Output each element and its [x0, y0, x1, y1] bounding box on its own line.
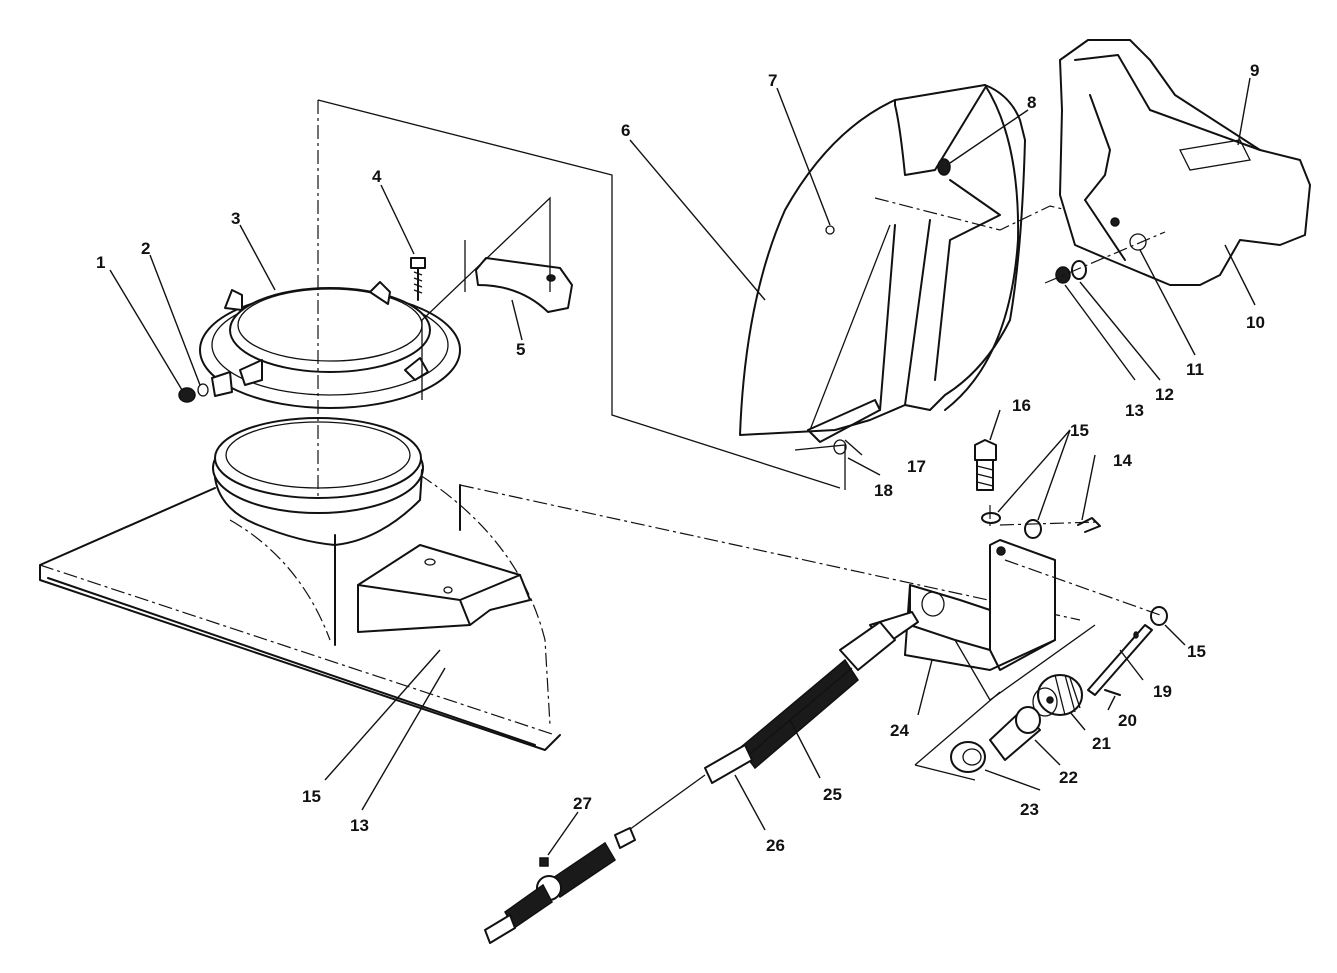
bolt-4	[410, 257, 426, 301]
callout-14: 14	[1113, 451, 1132, 470]
washer-15b	[1024, 519, 1042, 539]
washer-12	[1071, 260, 1087, 280]
worm-gear-21	[1032, 674, 1083, 717]
callout-25: 25	[823, 785, 842, 804]
cable-core-26	[621, 744, 753, 836]
callout-26: 26	[766, 836, 785, 855]
rotation-ring	[199, 281, 461, 409]
coupler-22	[989, 706, 1041, 761]
callout-18: 18	[874, 481, 893, 500]
callout-19: 19	[1153, 682, 1172, 701]
cotter-pin-14	[1077, 517, 1101, 533]
callout-4: 4	[372, 167, 382, 186]
nut-1	[178, 387, 196, 403]
chute-deflector-6	[739, 84, 1026, 455]
callout-17: 17	[907, 457, 926, 476]
callout-20: 20	[1118, 711, 1137, 730]
roll-pin-20	[1104, 689, 1121, 696]
callout-1: 1	[96, 253, 105, 272]
cable-housing-25	[738, 611, 919, 770]
handle-9-10	[1059, 39, 1311, 286]
callout-27: 27	[573, 794, 592, 813]
callout-11: 11	[1186, 360, 1204, 379]
callout-13b: 13	[350, 816, 369, 835]
callout-15b: 15	[1187, 642, 1206, 661]
spacer-5	[475, 257, 573, 313]
leader-lines	[109, 77, 1256, 856]
callout-3: 3	[231, 209, 240, 228]
callout-15a: 15	[1070, 421, 1089, 440]
callout-10: 10	[1246, 313, 1265, 332]
callout-22: 22	[1059, 768, 1078, 787]
callout-24: 24	[890, 721, 909, 740]
washer-15a	[981, 512, 1001, 524]
washer-2	[197, 383, 209, 397]
callout-15c: 15	[302, 787, 321, 806]
cable-end-27	[484, 827, 636, 944]
callout-21: 21	[1092, 734, 1111, 753]
callout-5: 5	[516, 340, 525, 359]
callout-16: 16	[1012, 396, 1031, 415]
pivot-bracket-24	[904, 539, 1056, 671]
callout-13a: 13	[1125, 401, 1144, 420]
callout-12: 12	[1155, 385, 1174, 404]
callouts: 1 2 3 4 5 6 7 8 9 10 11 12 13 13 14 15 1…	[96, 61, 1265, 855]
callout-23: 23	[1020, 800, 1039, 819]
callout-9: 9	[1250, 61, 1259, 80]
lock-nut-23	[950, 741, 986, 773]
bolt-16	[974, 439, 997, 491]
callout-8: 8	[1027, 93, 1036, 112]
callout-6: 6	[621, 121, 630, 140]
callout-7: 7	[768, 71, 777, 90]
pin-19	[1087, 624, 1153, 696]
callout-2: 2	[141, 239, 150, 258]
washer-15c	[1150, 606, 1168, 626]
